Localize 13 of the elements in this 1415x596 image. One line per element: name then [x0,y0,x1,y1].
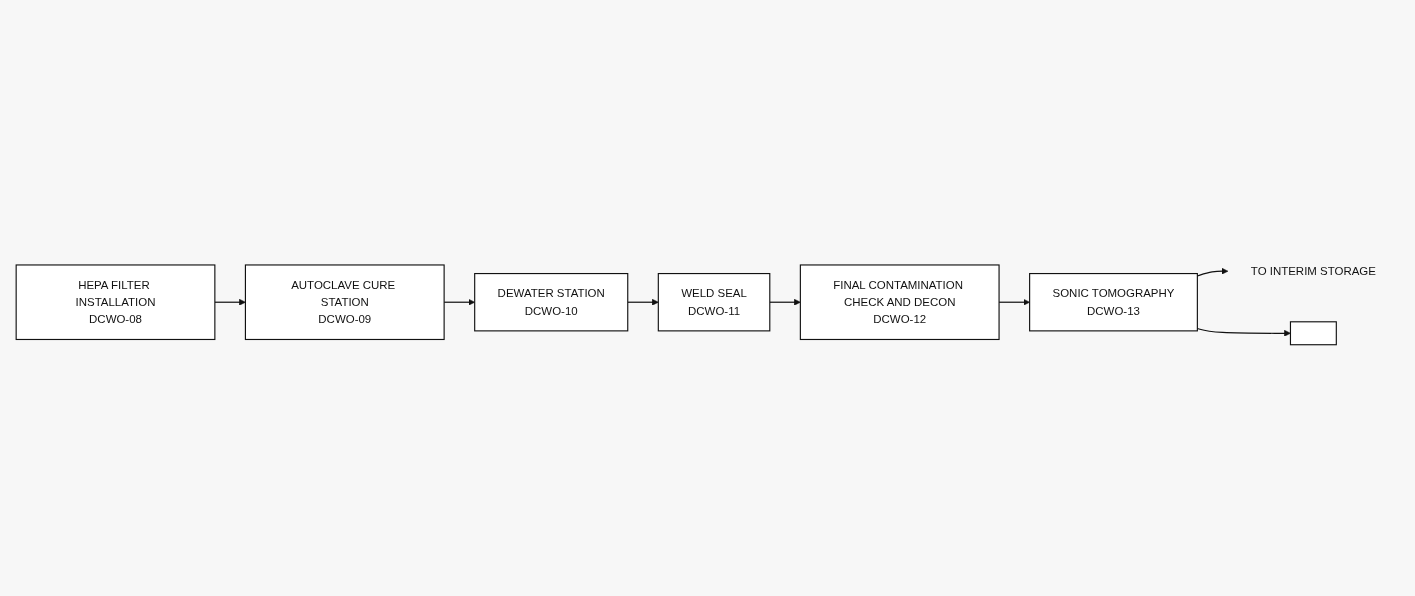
node-box: WELD SEAL DCWO-11 [657,273,771,332]
arrow [214,298,246,306]
arrow [1196,267,1229,277]
node-box: SONIC TOMOGRAPHY DCWO-13 [1029,273,1198,332]
node-box: AUTOCLAVE CURE STATION DCWO-09 [244,264,445,341]
arrow [769,298,801,306]
node-box: DEWATER STATION DCWO-10 [474,273,629,332]
arrow [1196,327,1291,337]
node-box: HEPA FILTER INSTALLATION DCWO-08 [15,264,216,341]
arrow [627,298,659,306]
node-box [1289,321,1337,346]
node-text: TO INTERIM STORAGE [1250,264,1376,278]
node-box: FINAL CONTAMINATION CHECK AND DECON DCWO-12 [799,264,1000,341]
